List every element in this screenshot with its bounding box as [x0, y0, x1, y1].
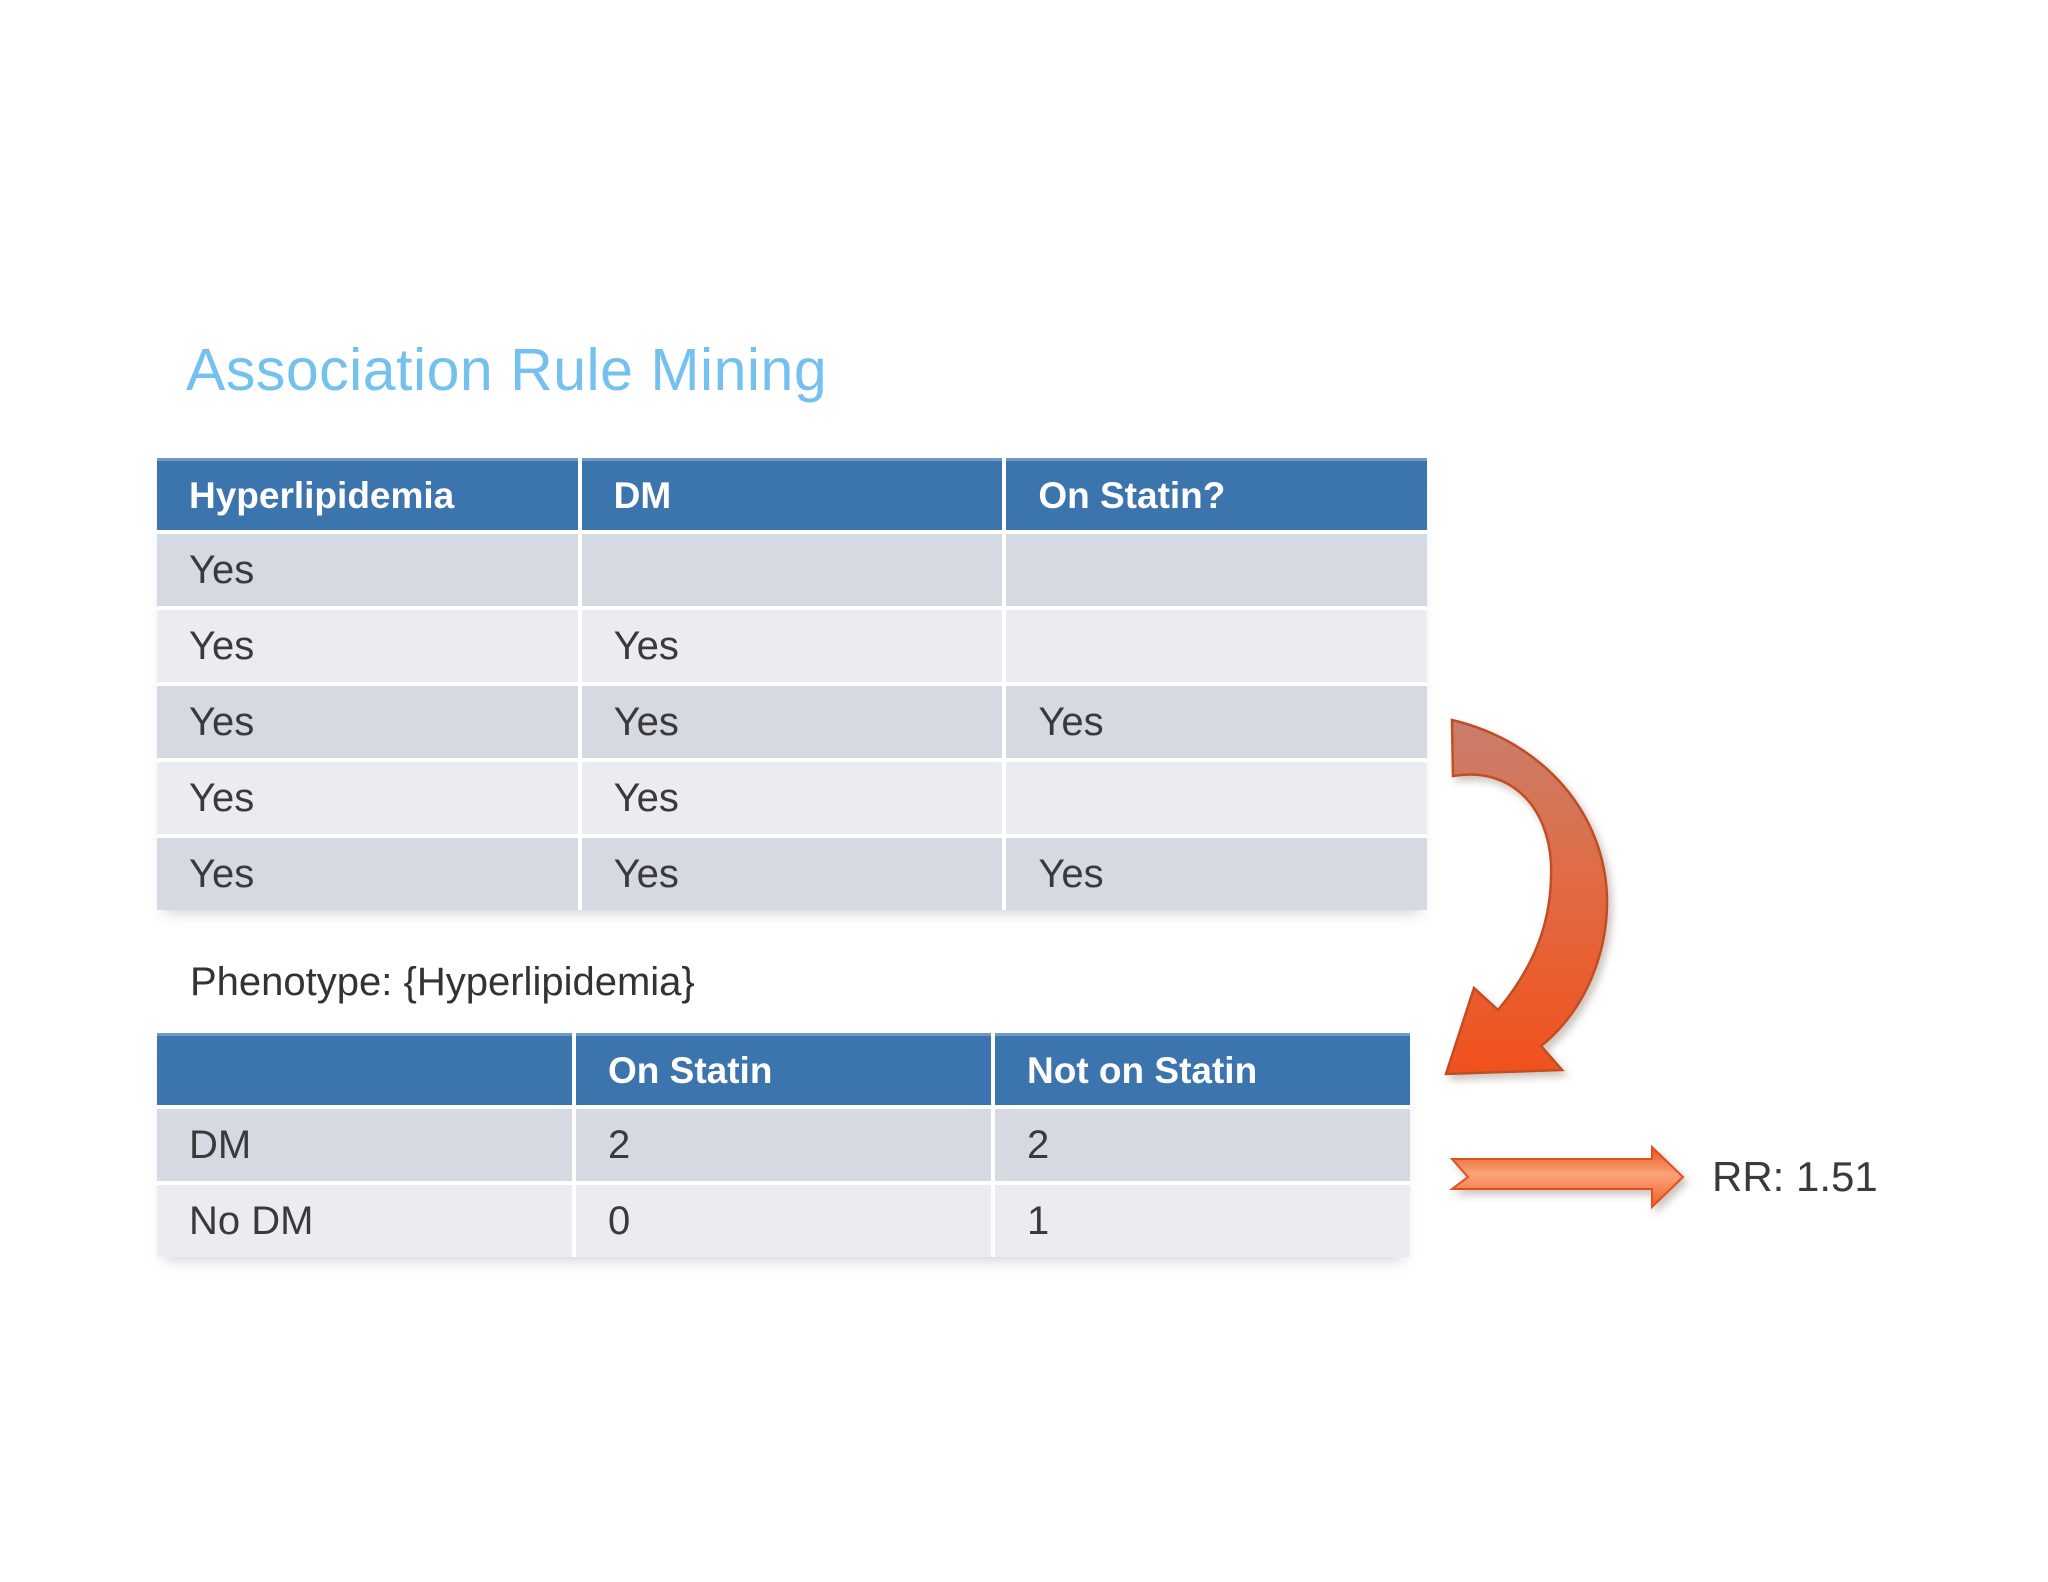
table-cell: Yes	[581, 610, 1003, 682]
table-cell: Yes	[157, 686, 578, 758]
header-cell: Not on Statin	[995, 1033, 1410, 1105]
slide-title: Association Rule Mining	[186, 337, 828, 403]
table-cell: No DM	[157, 1185, 572, 1257]
header-cell: Hyperlipidemia	[157, 458, 578, 530]
header-cell	[157, 1033, 572, 1105]
table-cell: 0	[576, 1185, 991, 1257]
table-cell: Yes	[157, 762, 578, 834]
table-cell: Yes	[1006, 838, 1427, 910]
table-cell: Yes	[581, 762, 1003, 834]
rr-value: RR: 1.51	[1712, 1153, 1878, 1200]
curved-arrow-down-left-icon	[1444, 718, 1609, 1076]
header-cell: On Statin?	[1006, 458, 1427, 530]
table-cell: DM	[157, 1109, 572, 1181]
phenotype-label: Phenotype: {Hyperlipidemia}	[190, 960, 695, 1004]
table-cell: Yes	[157, 610, 578, 682]
table-cell: Yes	[157, 534, 578, 606]
table-cell: Yes	[581, 686, 1003, 758]
header-cell: DM	[581, 458, 1003, 530]
right-arrow-icon	[1449, 1144, 1685, 1210]
table-cell: Yes	[581, 838, 1003, 910]
table-cell: 2	[995, 1109, 1410, 1181]
header-cell: On Statin	[576, 1033, 991, 1105]
table-cell	[1006, 534, 1427, 606]
table-cell: 1	[995, 1185, 1410, 1257]
table-cell	[1006, 762, 1427, 834]
table-cell: 2	[576, 1109, 991, 1181]
table-cell	[581, 534, 1003, 606]
table-cell	[1006, 610, 1427, 682]
table-cell: Yes	[1006, 686, 1427, 758]
table-cell: Yes	[157, 838, 578, 910]
